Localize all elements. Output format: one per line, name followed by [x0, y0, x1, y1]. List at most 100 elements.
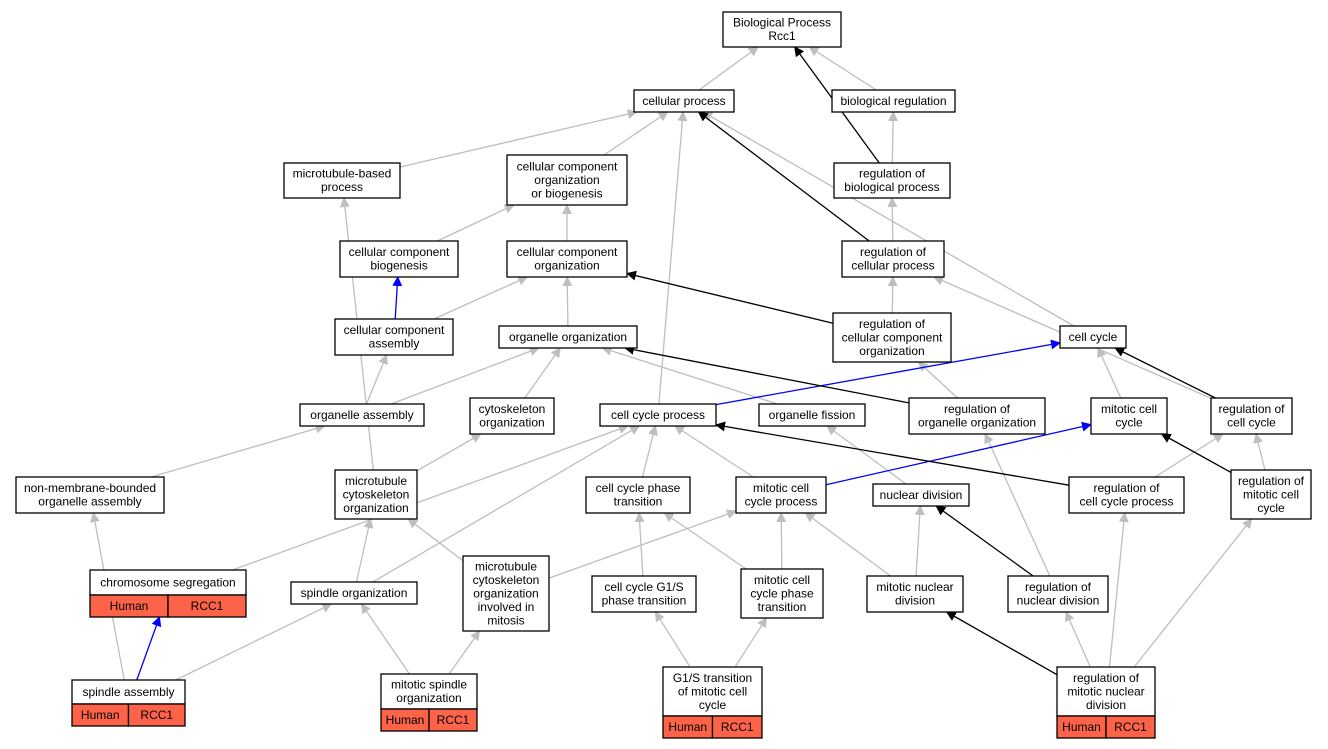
edge-organelle-organization-to-cc-organization: [562, 276, 573, 327]
edge-reg-cell-cycle-process-to-reg-cell-cycle: [1154, 433, 1224, 478]
node-label-line: transition: [614, 495, 663, 509]
edge-mitotic-cell-cycle-process-to-mitotic-cell-cycle: [825, 421, 1092, 486]
edge-cytoskeleton-organization-to-organelle-organization: [524, 347, 561, 399]
node-label-line: regulation of: [1238, 474, 1305, 488]
edge-cell-cycle-process-to-cellular-process: [658, 111, 688, 405]
node-label-line: cycle process: [745, 495, 818, 509]
node-cell-cycle[interactable]: cell cycle: [1059, 325, 1127, 349]
node-label-line: regulation of: [859, 167, 926, 181]
edge-mitotic-nuclear-division-to-nuclear-division: [914, 505, 925, 577]
node-box: [299, 403, 425, 427]
edge-reg-cc-organization-to-cc-organization: [626, 270, 834, 324]
node-organelle-organization[interactable]: organelle organization: [498, 325, 638, 349]
node-label-line: mitotic nuclear: [1067, 684, 1144, 698]
node-box: [633, 89, 735, 113]
node-label-line: cycle phase: [750, 586, 814, 600]
annotation-label-rcc1: RCC1: [191, 599, 224, 613]
edge-mitotic-phase-transition-to-mitotic-cell-cycle-process: [776, 512, 787, 570]
node-label-line: mitotic cell: [1243, 487, 1299, 501]
node-label-line: non-membrane-bounded: [24, 481, 156, 495]
edge-non-membrane-assembly-to-organelle-assembly: [151, 423, 326, 478]
node-label-line: organelle assembly: [38, 495, 141, 509]
node-label-line: organization: [396, 691, 461, 705]
edge-g1s-mitotic-to-g1s-phase-transition: [654, 611, 691, 668]
node-label-line: organization: [343, 501, 408, 515]
node-box: [1230, 469, 1312, 520]
node-spindle-organization[interactable]: spindle organization: [290, 581, 418, 605]
node-label-line: regulation of: [859, 317, 926, 331]
node-label-line: cellular process: [642, 94, 725, 108]
node-organelle-fission[interactable]: organelle fission: [758, 403, 866, 427]
edge-mt-cytoskeleton-org-mitosis-to-mitotic-cell-cycle-process: [548, 509, 737, 579]
edge-reg-mitotic-nuclear-division-to-reg-mitotic-cell-cycle: [1133, 518, 1253, 668]
node-cell-cycle-process[interactable]: cell cycle process: [599, 403, 717, 427]
node-box: [832, 312, 952, 363]
node-mt-cytoskeleton-org-mitosis[interactable]: microtubulecytoskeletonorganizationinvol…: [462, 555, 550, 632]
edge-mitotic-nuclear-division-to-mitotic-cell-cycle-process: [804, 512, 891, 577]
node-box: [506, 154, 628, 206]
node-box: [1059, 325, 1127, 349]
node-nuclear-division[interactable]: nuclear division: [872, 483, 970, 507]
node-box: [585, 476, 691, 514]
annotation-label-rcc1: RCC1: [437, 713, 470, 727]
node-label-line: cellular component: [517, 159, 618, 173]
node-organelle-assembly[interactable]: organelle assembly: [299, 403, 425, 427]
annotation-label-human: Human: [1062, 720, 1101, 734]
node-label-line: mitotic nuclear: [876, 580, 953, 594]
node-label-line: process: [321, 180, 363, 194]
node-label-line: organization: [534, 173, 599, 187]
node-cellular-process[interactable]: cellular process: [633, 89, 735, 113]
edge-reg-biological-process-to-biological-regulation: [888, 111, 899, 164]
edge-mt-cytoskeleton-org-mitosis-to-microtubule-cytoskeleton-org: [407, 518, 464, 562]
node-label-line: microtubule: [475, 559, 537, 573]
node-label-line: nuclear division: [1017, 594, 1100, 608]
edge-g1s-mitotic-to-mitotic-phase-transition: [734, 617, 767, 668]
node-biological-regulation[interactable]: biological regulation: [831, 89, 956, 113]
node-box: [833, 162, 951, 199]
node-label-line: organization: [473, 586, 538, 600]
edge-organelle-assembly-to-organelle-organization: [390, 346, 540, 405]
node-box: [290, 581, 418, 605]
node-label-line: mitotic cell: [1101, 402, 1157, 416]
node-label-line: Rcc1: [768, 29, 796, 43]
node-label-line: microtubule: [345, 474, 407, 488]
node-box: [283, 162, 401, 199]
node-box: [71, 679, 186, 705]
annotation-label-rcc1: RCC1: [140, 708, 173, 722]
node-label-line: regulation of: [1093, 481, 1160, 495]
edge-cc-assembly-to-cc-biogenesis: [392, 276, 403, 320]
node-box: [591, 575, 697, 613]
edge-cell-cycle-phase-transition-to-cell-cycle-process: [641, 425, 658, 478]
node-label-line: organelle fission: [769, 408, 856, 422]
node-label-line: organization: [534, 259, 599, 273]
node-label-line: cell cycle: [1069, 330, 1118, 344]
